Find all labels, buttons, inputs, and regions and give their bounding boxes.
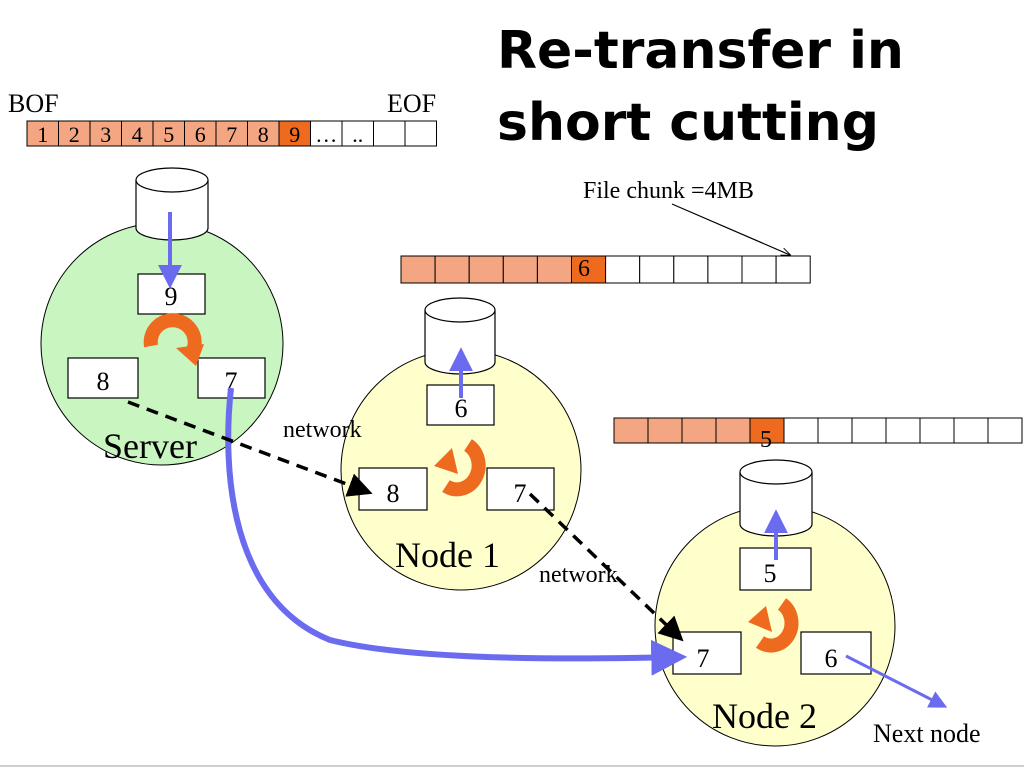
node2-disk-icon — [739, 459, 813, 537]
progress-cell — [605, 255, 641, 284]
progress-cell — [613, 417, 649, 444]
node1-right-chunk: 7 — [514, 479, 527, 508]
file-chunk-label: 2 — [69, 122, 80, 147]
node2-rotate-arrow-icon — [755, 598, 799, 653]
next-node-label: Next node — [873, 719, 981, 748]
chunk-size-pointer — [671, 203, 790, 255]
file-chunk-label: 3 — [100, 122, 111, 147]
node2-label: Node 2 — [712, 696, 817, 736]
server-top-chunk: 9 — [165, 282, 178, 311]
progress-cell — [434, 255, 470, 284]
server-group: 9 8 7 Server — [40, 167, 284, 466]
progress-cell — [775, 255, 811, 284]
bof-label: BOF — [8, 89, 59, 118]
file-chunk-cell — [278, 120, 311, 147]
progress-cell — [783, 417, 819, 444]
progress-cell — [639, 255, 675, 284]
progress-cell — [673, 255, 709, 284]
eof-label: EOF — [387, 89, 436, 118]
server-disk-icon — [135, 167, 209, 241]
file-chunk-cell — [247, 120, 280, 147]
progress-cell — [741, 255, 777, 284]
retransfer-arrow — [225, 387, 688, 676]
progress-cell — [681, 417, 717, 444]
node2-right-chunk: 6 — [825, 644, 838, 673]
progress-cell — [817, 417, 853, 444]
node2-right-chunk-box — [800, 631, 872, 675]
node1-bar-label: 6 — [578, 256, 590, 282]
file-chunk-cell — [310, 120, 343, 147]
network-label-1: network — [283, 417, 362, 443]
file-chunk-cell — [152, 120, 185, 147]
progress-cell — [647, 417, 683, 444]
node2-left-chunk: 7 — [697, 644, 710, 673]
node1-disk-icon — [424, 297, 496, 375]
file-chunk-cell — [58, 120, 91, 147]
node1-label: Node 1 — [395, 535, 500, 575]
node2-bar-label: 5 — [760, 427, 772, 453]
server-rotate-arrow-head — [176, 344, 204, 366]
file-chunk-label: 4 — [132, 122, 143, 147]
progress-cell — [987, 417, 1023, 444]
progress-cell — [919, 417, 955, 444]
file-chunk-label: 1 — [37, 122, 48, 147]
file-chunk-label: 8 — [258, 122, 269, 147]
file-chunk-label: 7 — [226, 122, 237, 147]
progress-cell — [400, 255, 436, 284]
progress-cell — [851, 417, 887, 444]
progress-cell — [953, 417, 989, 444]
progress-cell — [502, 255, 538, 284]
server-right-chunk: 7 — [225, 367, 238, 396]
network-arrow-node1-to-node2 — [528, 492, 684, 642]
node1-progress-bar — [400, 255, 811, 284]
progress-cell — [749, 417, 785, 444]
file-chunk-cell — [184, 120, 217, 147]
file-chunk-label: .. — [352, 122, 363, 147]
file-chunk-label: 6 — [195, 122, 206, 147]
progress-cell — [707, 255, 743, 284]
network-label-2: network — [539, 562, 618, 588]
next-node-arrow — [845, 654, 948, 708]
title-line-2: short cutting — [497, 93, 879, 153]
title-line-1: Re-transfer in — [497, 21, 904, 81]
file-chunk-cell — [89, 120, 122, 147]
node2-top-chunk: 5 — [764, 559, 777, 588]
chunk-size-label: File chunk =4MB — [583, 178, 754, 204]
node1-left-chunk: 8 — [387, 479, 400, 508]
node1-rotate-arrow-head — [434, 448, 458, 474]
progress-cell — [536, 255, 573, 284]
progress-cell — [885, 417, 921, 444]
node1-top-chunk: 6 — [455, 394, 468, 423]
server-left-chunk-box — [67, 357, 139, 399]
file-chunk-label: … — [315, 122, 337, 147]
file-chunk-cell — [26, 120, 59, 147]
file-chunk-cell — [404, 120, 437, 147]
node1-group: 6 8 7 Node 1 — [340, 297, 582, 591]
node2-rotate-arrow-head — [748, 606, 772, 632]
file-chunk-label: 5 — [163, 122, 174, 147]
file-chunk-cell — [215, 120, 248, 147]
node2-progress-bar — [613, 417, 1023, 444]
node2-group: 5 7 6 Node 2 — [654, 459, 896, 747]
progress-cell — [715, 417, 751, 444]
progress-cell — [468, 255, 504, 284]
file-chunk-cell — [373, 120, 406, 147]
file-chunk-label: 9 — [289, 122, 300, 147]
server-left-chunk: 8 — [97, 367, 110, 396]
node1-right-chunk-box — [486, 467, 555, 511]
progress-cell — [571, 255, 607, 284]
server-label: Server — [103, 426, 197, 466]
node1-rotate-arrow-icon — [442, 439, 486, 497]
network-arrow-server-to-node1 — [127, 400, 373, 497]
